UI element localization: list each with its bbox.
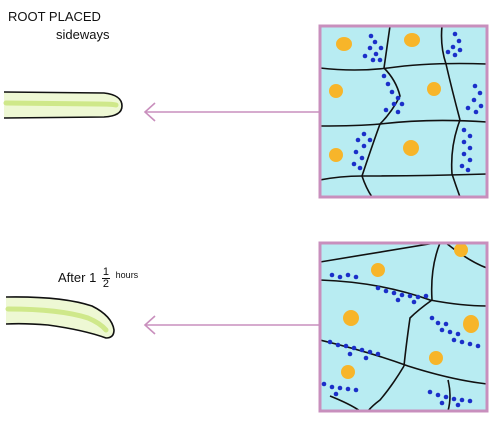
cell-walls-bottom (320, 243, 487, 411)
time-fraction-numerator: 1 (101, 266, 111, 279)
root-stripe-bottom (5, 306, 109, 333)
root-stripe-top (3, 100, 119, 108)
cell-panel-bg-top (320, 26, 487, 197)
amyloplasts-top (351, 31, 484, 173)
nucleus (463, 315, 479, 333)
cells-panel-bottom (318, 241, 489, 413)
time-label: After 1 1 2 hours (58, 267, 138, 290)
root-sideways (3, 91, 123, 119)
arrow-bottom (143, 315, 320, 335)
nucleus (329, 148, 343, 162)
root-after-bending (5, 296, 115, 339)
nucleus (403, 140, 419, 156)
nucleus (343, 310, 359, 326)
time-prefix: After 1 (58, 269, 97, 285)
nucleus (429, 351, 443, 365)
time-fraction-denominator: 2 (102, 278, 110, 290)
amyloplasts-bottom (321, 272, 481, 408)
nucleus (404, 33, 420, 47)
cell-panel-frame-bottom (318, 241, 489, 413)
nucleus (427, 82, 441, 96)
root-outline-bottom (5, 296, 115, 339)
nucleus (371, 263, 385, 277)
title-root-placed: ROOT PLACED (8, 9, 101, 24)
cell-walls-top (320, 26, 487, 197)
nuclei-bottom (341, 243, 479, 379)
cell-panel-frame-top (318, 24, 489, 199)
nucleus (336, 37, 352, 51)
arrow-top (143, 102, 320, 122)
cell-panel-bg-bottom (320, 243, 487, 411)
title-sideways: sideways (56, 27, 110, 42)
nucleus (454, 243, 468, 257)
nuclei-top (329, 33, 441, 162)
nucleus (329, 84, 343, 98)
nucleus (341, 365, 355, 379)
time-fraction: 1 2 (101, 266, 111, 290)
cells-panel-top (318, 24, 489, 199)
time-unit: hours (115, 269, 139, 280)
